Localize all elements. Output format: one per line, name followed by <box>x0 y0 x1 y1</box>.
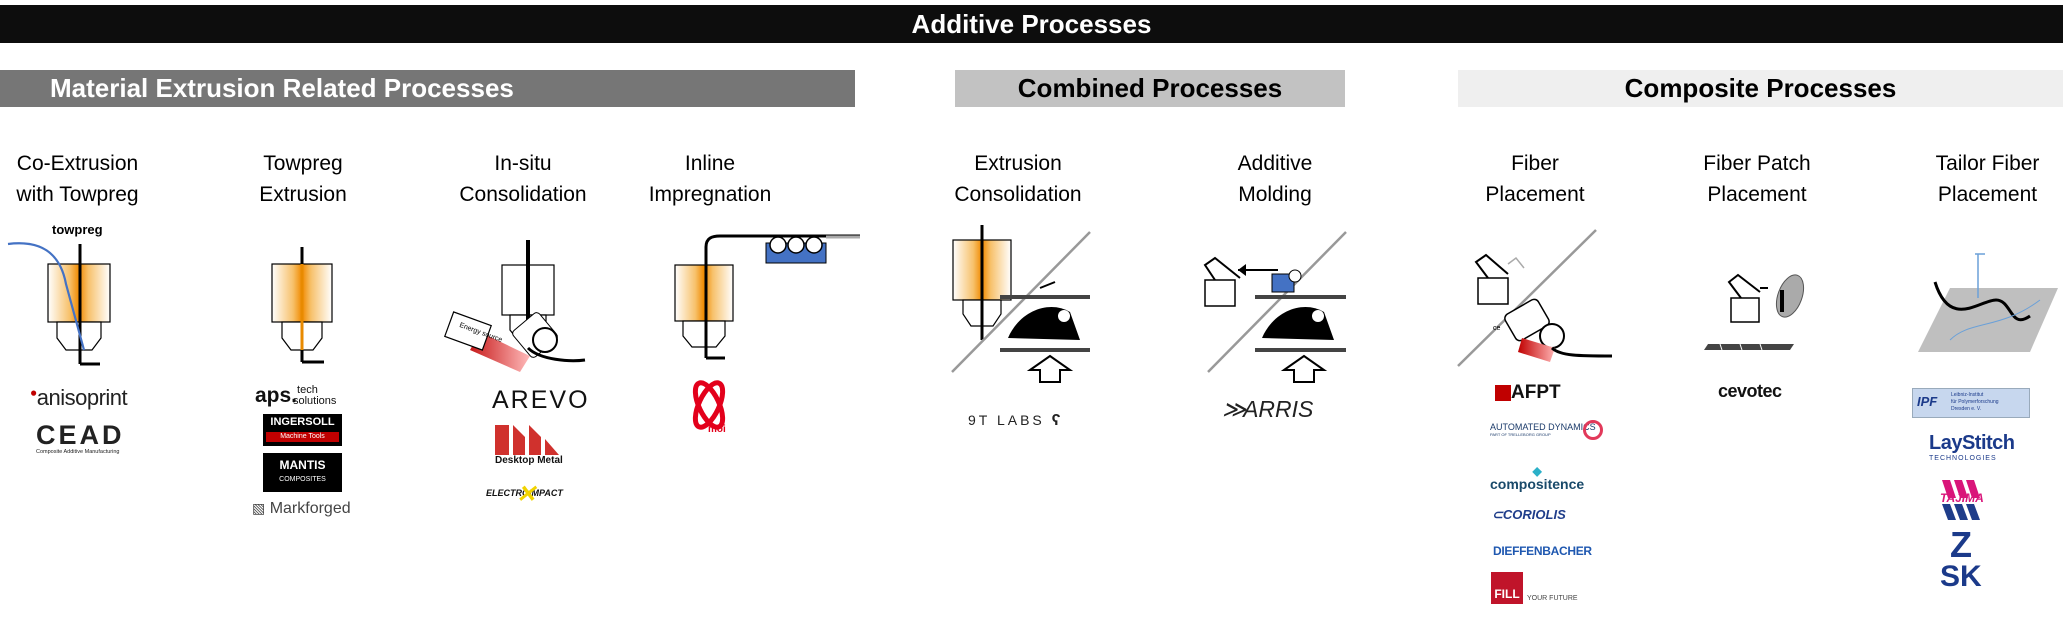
section-header-material-extrusion: Material Extrusion Related Processes <box>0 70 855 107</box>
inline-impregnation-illustration <box>674 234 860 360</box>
additive-molding-illustration <box>1203 231 1347 383</box>
anisoprint-logo: ●anisoprint <box>30 385 128 410</box>
cevotec-logo: cevotec <box>1718 381 1782 401</box>
co-extrusion-illustration: towpreg <box>7 222 111 366</box>
laystitch-logo: LayStitch <box>1929 432 2015 454</box>
section-header-combined: Combined Processes <box>955 70 1345 107</box>
mantis-logo: MANTIS COMPOSITES <box>263 453 342 492</box>
fill-tagline: YOUR FUTURE <box>1527 595 1578 602</box>
towpreg-label: towpreg <box>52 222 103 237</box>
ingersoll-logo: INGERSOLL Machine Tools <box>263 414 342 446</box>
desktop-metal-logo <box>495 425 560 455</box>
towpreg-extrusion-illustration <box>271 247 333 364</box>
electroimpact-logo: ELECTROIMPACT✕ <box>486 481 563 508</box>
dieffenbacher-logo: DIEFFENBACHER <box>1493 544 1592 558</box>
fiber-patch-placement-illustration <box>1704 273 1805 351</box>
markforged-logo: ▧ Markforged <box>252 500 351 517</box>
fiber-placement-illustration: ce <box>1457 229 1613 367</box>
ce-label: ce <box>1493 325 1501 332</box>
cead-logo: CEAD <box>36 420 125 450</box>
tajima-logo: TAJIMA <box>1940 478 1990 520</box>
arris-logo: ≫ARRIS <box>1222 396 1314 422</box>
desktop-metal-label: Desktop Metal <box>495 455 563 466</box>
zsk-logo: Z SK <box>1940 524 1982 593</box>
in-situ-consolidation-illustration: Energy source <box>443 240 586 372</box>
moi-logo: moi <box>684 380 734 438</box>
tailor-fiber-placement-illustration <box>1918 253 2058 352</box>
arevo-logo: AREVO <box>492 386 590 414</box>
energy-source-label: Energy source <box>458 322 503 344</box>
section-header-composite: Composite Processes <box>1458 70 2063 107</box>
cead-subtitle: Composite Additive Manufacturing <box>36 449 120 455</box>
laystitch-subtitle: TECHNOLOGIES <box>1929 455 1997 462</box>
automated-dynamics-logo: AUTOMATED DYNAMICS PART OF TRELLEBORG GR… <box>1490 420 1603 440</box>
fill-logo: FILL <box>1491 572 1523 604</box>
page-title: Additive Processes <box>0 5 2063 43</box>
extrusion-consolidation-illustration <box>951 225 1091 383</box>
afpt-logo: AFPT <box>1495 382 1561 404</box>
aps-logo: aps.tech solutions <box>255 384 337 407</box>
ninet-labs-logo: 9T LABS ʕ <box>968 412 1064 429</box>
coriolis-logo: ⊂CORIOLIS <box>1492 507 1566 522</box>
compositence-logo: ◆ compositence <box>1490 464 1585 492</box>
